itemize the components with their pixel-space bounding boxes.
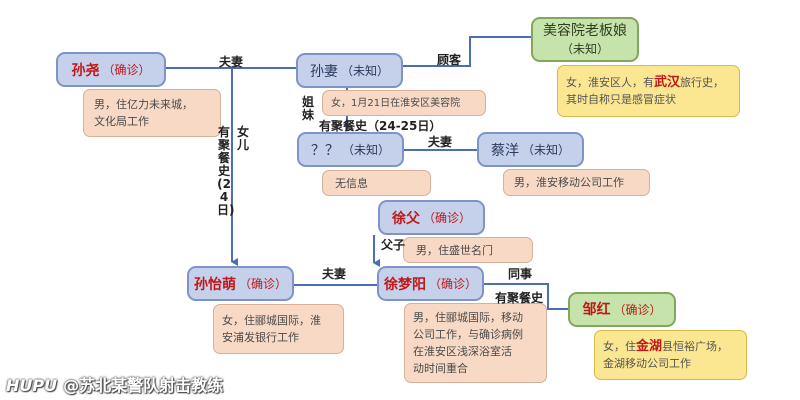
node-name: 美容院老板娘 (543, 22, 627, 39)
info-text: 县恒裕广场， (662, 340, 729, 353)
line-mengyang-zouhong (484, 283, 568, 310)
label-sisters: 姐妹 (301, 95, 314, 122)
node-name: 蔡洋 (490, 142, 519, 159)
node-status: （未知） (340, 64, 389, 78)
node-status: （确诊） (613, 302, 662, 317)
info-xu-father: 男，住盛世名门 (403, 237, 533, 263)
node-status: （未知） (521, 143, 570, 157)
label-customer: 顾客 (437, 53, 462, 67)
info-text: 旅行史， (680, 76, 725, 89)
label-dinner-2: 有聚餐史(24日) (217, 125, 235, 217)
node-unknown: ？？ （未知） (297, 132, 404, 167)
node-xu-father: 徐父 （确诊） (378, 200, 485, 235)
info-highlight-wuhan: 武汉 (654, 75, 681, 90)
node-status: （未知） (341, 143, 390, 157)
node-name: 孙妻 (309, 63, 338, 80)
info-line: 男，住盛世名门 (416, 243, 493, 257)
info-salon-owner: 女，淮安区人，有武汉旅行史， 其时自称只是感冒症状 (557, 65, 740, 117)
node-status: （确诊） (422, 211, 471, 225)
label-father-son: 父子 (381, 238, 406, 252)
info-xu-mengyang: 男，住郦城国际，移动 公司工作，与确诊病例 在淮安区浅深浴室活 动时间重合 (404, 303, 547, 383)
node-sun-yimeng: 孙怡萌 （确诊） (187, 266, 294, 301)
info-line: 安浦发银行工作 (222, 331, 299, 344)
node-status: （确诊） (102, 63, 151, 77)
node-sun-yao: 孙尧 （确诊） (56, 52, 166, 87)
node-zou-hong: 邹红 （确诊） (568, 292, 676, 327)
info-sun-yimeng: 女，住郦城国际，淮 安浦发银行工作 (213, 304, 344, 354)
info-line: 动时间重合 (413, 362, 468, 375)
watermark: HUPU @苏北某警队射击教练 (6, 372, 223, 396)
info-line: 在淮安区浅深浴室活 (413, 345, 512, 358)
info-line: 其时自称只是感冒症状 (566, 93, 676, 106)
info-sun-yao: 男，住亿力未来城， 文化局工作 (83, 89, 221, 137)
info-text: 女，住 (603, 340, 636, 353)
node-cai-yang: 蔡洋 （未知） (477, 132, 584, 167)
node-status: （确诊） (238, 277, 287, 291)
info-line: 男，住亿力未来城， (94, 98, 193, 111)
node-name: 徐父 (391, 210, 420, 227)
info-line: 文化局工作 (94, 115, 149, 128)
info-line: 女，住郦城国际，淮 (222, 314, 321, 327)
info-line: 女，1月21日在淮安区美容院 (331, 97, 461, 109)
node-name: 邹红 (582, 301, 611, 318)
label-daughter: 女儿 (236, 125, 249, 152)
node-status: （未知） (560, 41, 609, 56)
label-husband-wife-1: 夫妻 (219, 55, 244, 69)
label-colleague: 同事 (508, 267, 533, 281)
line-sunwife-owner (403, 36, 531, 67)
info-unknown: 无信息 (322, 170, 431, 196)
info-text: 女，淮安区人，有 (566, 76, 654, 89)
info-line: 男，淮安移动公司工作 (514, 176, 624, 189)
node-name: 孙怡萌 (193, 276, 236, 293)
info-highlight-jinhu: 金湖 (636, 339, 663, 354)
info-line: 金湖移动公司工作 (603, 357, 691, 370)
watermark-handle: @苏北某警队射击教练 (63, 376, 224, 395)
node-name: ？？ (310, 142, 339, 159)
node-status: （确诊） (428, 277, 477, 291)
label-husband-wife-2: 夫妻 (428, 135, 453, 149)
label-dinner-1: 有聚餐史（24-25日） (319, 119, 442, 133)
info-line: 男，住郦城国际，移动 (413, 311, 523, 324)
info-line: 无信息 (335, 176, 368, 190)
info-cai-yang: 男，淮安移动公司工作 (503, 169, 650, 196)
node-salon-owner: 美容院老板娘 （未知） (531, 17, 639, 62)
node-name: 孙尧 (71, 62, 100, 79)
label-husband-wife-3: 夫妻 (322, 267, 347, 281)
node-xu-mengyang: 徐梦阳 （确诊） (377, 266, 484, 301)
info-zou-hong: 女，住金湖县恒裕广场， 金湖移动公司工作 (594, 330, 747, 380)
info-line: 公司工作，与确诊病例 (413, 328, 523, 341)
info-sun-wife: 女，1月21日在淮安区美容院 (322, 90, 486, 116)
label-dinner-3: 有聚餐史 (495, 291, 544, 305)
watermark-brand: HUPU (6, 376, 58, 395)
node-name: 徐梦阳 (383, 276, 426, 293)
node-sun-wife: 孙妻 （未知） (296, 53, 403, 88)
